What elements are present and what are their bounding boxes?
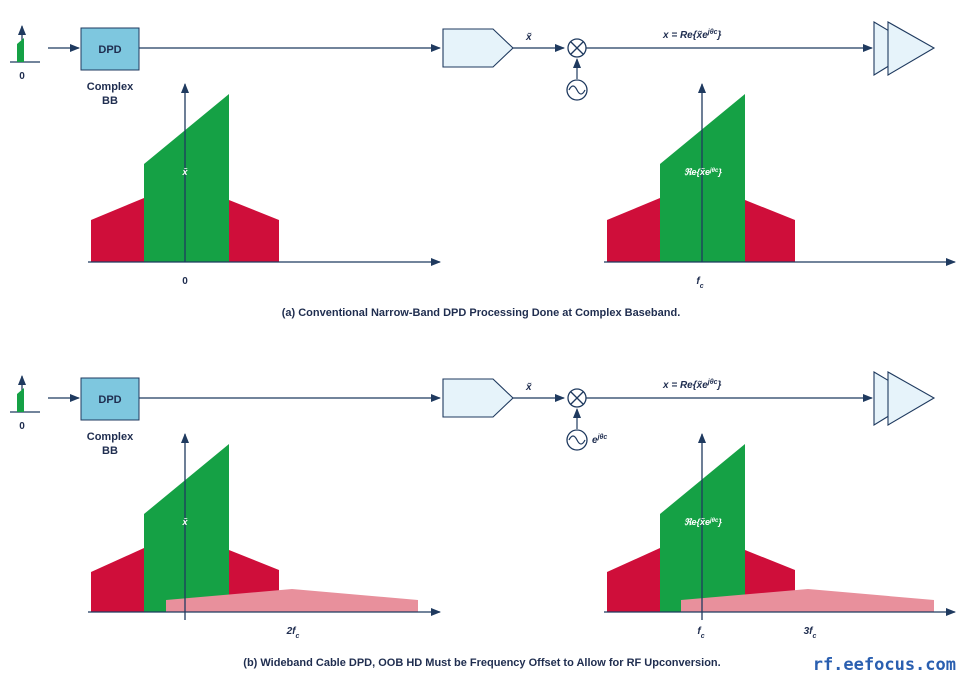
amplifier-icon (873, 371, 936, 426)
spectrum-right-tick-3fc: 3fc (804, 626, 817, 640)
spectrum-right-label: ℜe{x̃ejθc} (684, 167, 722, 177)
dac-block (442, 378, 514, 418)
input-spectrum-icon (10, 25, 40, 63)
mixer-icon (567, 38, 587, 58)
bb-label: BB (102, 445, 118, 457)
distortion-left (91, 548, 144, 612)
bb-label: BB (102, 95, 118, 107)
rf-equation: x = Re{x̃ejθc} (662, 29, 722, 41)
spectrum-right-label: ℜe{x̃ejθc} (684, 517, 722, 527)
spectrum-left-tick: 2fc (286, 626, 300, 640)
spectrum-right-b (604, 433, 956, 620)
spectrum-right-a (604, 83, 956, 266)
dac-block (442, 28, 514, 68)
spectrum-right-tick-fc: fc (697, 626, 704, 640)
spectrum-right-tick: fc (696, 276, 703, 290)
harmonic-distortion (681, 589, 934, 612)
oscillator-icon (566, 79, 588, 101)
watermark: rf.eefocus.com (813, 655, 956, 675)
signal-band (144, 94, 229, 262)
distortion-left (607, 198, 660, 262)
spectrum-left-label: x̃ (181, 167, 188, 177)
spectrum-left-a (88, 83, 441, 266)
lo-label: ejθc (592, 434, 607, 446)
caption-b: (b) Wideband Cable DPD, OOB HD Must be F… (243, 657, 720, 669)
complex-label: Complex (87, 431, 134, 443)
distortion-left (91, 198, 144, 262)
spectrum-left-label: x̃ (181, 517, 188, 527)
distortion-right (745, 200, 795, 262)
x-tilde-label: x̃ (525, 32, 532, 43)
spectrum-left-b (88, 433, 441, 620)
spectrum-left-tick: 0 (182, 276, 188, 287)
signal-band (144, 444, 229, 612)
x-tilde-label: x̃ (525, 382, 532, 393)
input-spectrum-icon (10, 375, 40, 413)
panel-a: 0 DPD Complex BB x̃ x = Re{x̃ejθc} (10, 21, 956, 319)
caption-a: (a) Conventional Narrow-Band DPD Process… (282, 307, 681, 319)
distortion-left (607, 548, 660, 612)
distortion-right (229, 200, 279, 262)
dpd-block (80, 27, 140, 71)
dpd-label: DPD (98, 44, 121, 56)
amplifier-icon (873, 21, 936, 76)
oscillator-icon (566, 429, 588, 451)
harmonic-distortion (166, 589, 418, 612)
panel-b: 0 DPD Complex BB x̃ ejθc x = Re{x̃ejθc} (10, 371, 956, 669)
dpd-block (80, 377, 140, 421)
input-tick-label: 0 (19, 421, 25, 432)
mixer-icon (567, 388, 587, 408)
dpd-label: DPD (98, 394, 121, 406)
complex-label: Complex (87, 81, 134, 93)
input-tick-label: 0 (19, 71, 25, 82)
rf-equation: x = Re{x̃ejθc} (662, 379, 722, 391)
